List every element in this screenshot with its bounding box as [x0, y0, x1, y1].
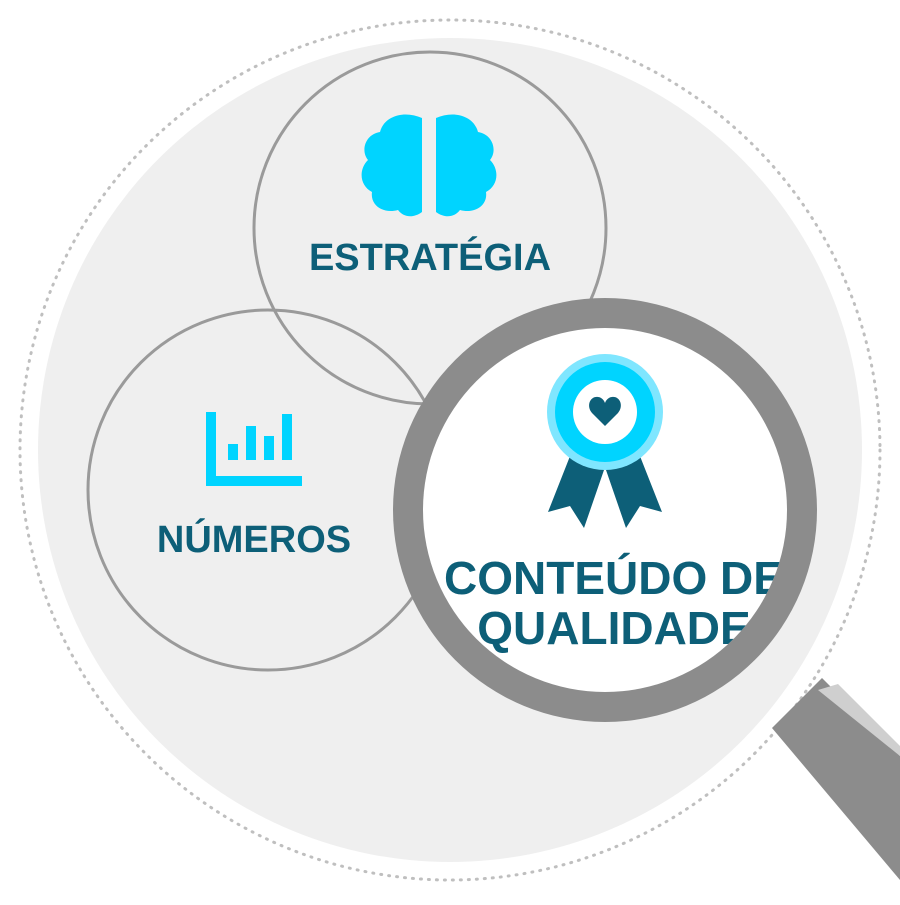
lens-glass — [423, 328, 787, 692]
focus-title-line1: CONTEÚDO DE — [444, 552, 784, 604]
strategy-label: ESTRATÉGIA — [309, 235, 551, 279]
magnifying-glass-handle — [772, 678, 900, 880]
bar-chart-icon — [206, 412, 302, 486]
heart-icon — [589, 396, 621, 426]
focus-title-line2: QUALIDADE — [477, 602, 750, 654]
award-ribbon-icon — [547, 354, 663, 528]
numbers-label: NÚMEROS — [157, 517, 351, 561]
brain-icon — [361, 114, 497, 217]
